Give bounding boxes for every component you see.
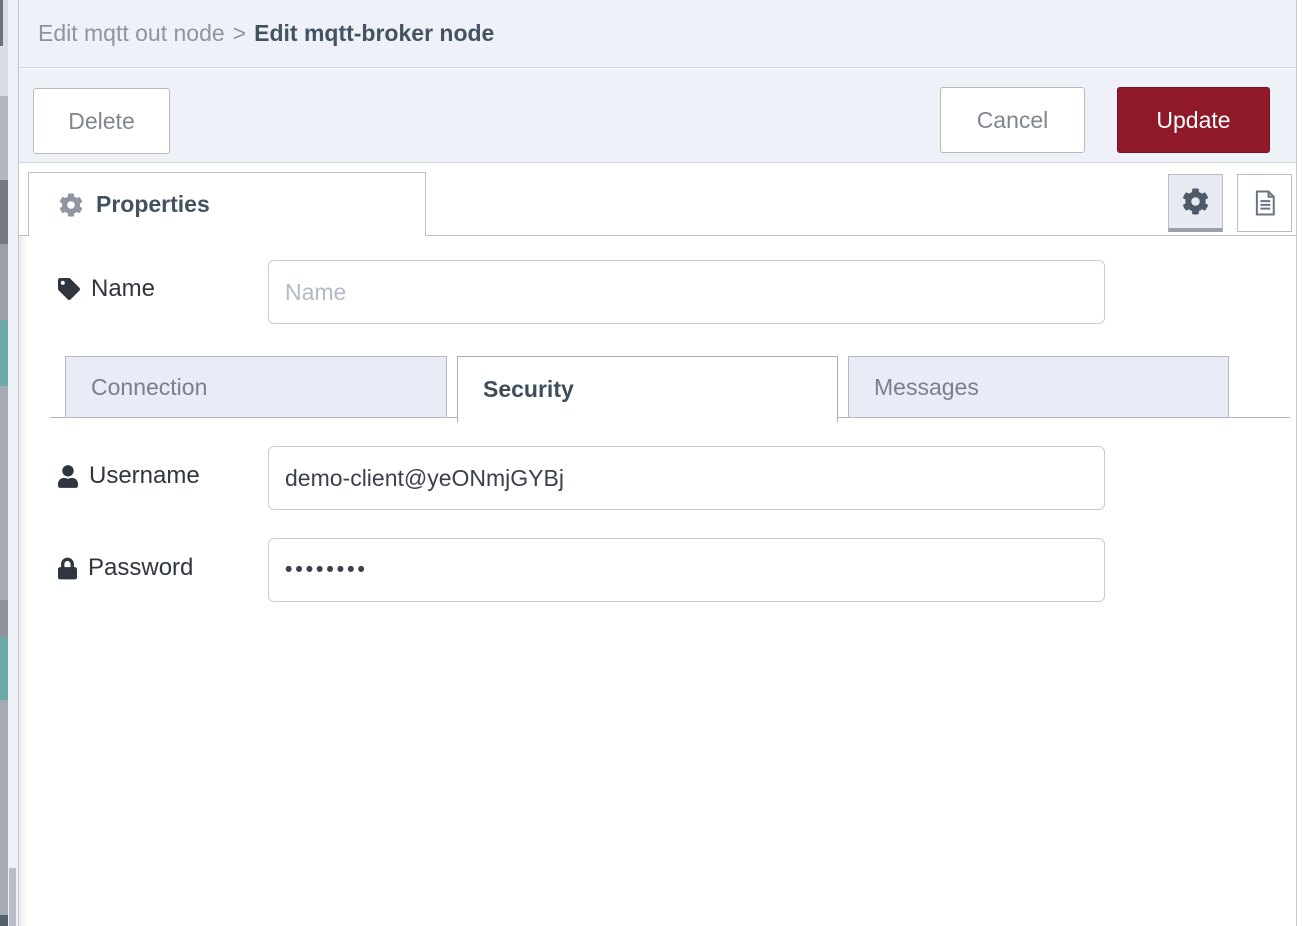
password-label-text: Password: [88, 554, 194, 581]
workspace-edge-fragment: [0, 915, 8, 926]
breadcrumb-separator: >: [232, 20, 247, 46]
edit-node-dialog: Edit mqtt out node > Edit mqtt-broker node…: [19, 0, 1297, 926]
tab-messages[interactable]: Messages: [848, 356, 1229, 418]
breadcrumb-current: Edit mqtt-broker node: [254, 20, 495, 46]
workspace-edge: [0, 0, 8, 926]
user-icon: [58, 464, 78, 488]
node-docs-button[interactable]: [1237, 174, 1292, 232]
scrollbar-thumb[interactable]: [9, 868, 16, 926]
name-field-label: Name: [58, 275, 155, 303]
cog-icon: [1182, 188, 1209, 215]
tab-row-border: [19, 235, 1296, 236]
tab-properties-label: Properties: [96, 191, 210, 217]
breadcrumb-parent[interactable]: Edit mqtt out node: [38, 20, 225, 46]
document-icon: [1250, 188, 1280, 218]
delete-button[interactable]: Delete: [33, 88, 170, 154]
username-label-text: Username: [89, 462, 200, 489]
update-button[interactable]: Update: [1117, 87, 1270, 153]
name-input[interactable]: [268, 260, 1105, 324]
workspace-edge-fragment: [0, 0, 8, 96]
workspace-edge-fragment: [0, 180, 8, 244]
workspace-edge-fragment: [0, 600, 8, 637]
tab-connection[interactable]: Connection: [65, 356, 447, 418]
cancel-button[interactable]: Cancel: [940, 87, 1085, 153]
workspace-edge-fragment: [0, 0, 3, 46]
tray-resize-bar[interactable]: [8, 0, 19, 926]
breadcrumb: Edit mqtt out node > Edit mqtt-broker node: [19, 0, 1296, 68]
password-input[interactable]: [268, 538, 1105, 602]
lock-icon: [58, 557, 77, 580]
workspace-edge-fragment: [0, 637, 8, 700]
workspace-edge-fragment: [0, 96, 8, 180]
workspace-edge-fragment: [0, 320, 8, 386]
tab-properties[interactable]: Properties: [28, 172, 426, 236]
tab-security[interactable]: Security: [457, 356, 838, 422]
tab-connection-label: Connection: [91, 373, 208, 400]
left-shadow: [19, 163, 28, 926]
editor-tab-row: Properties: [19, 163, 1296, 236]
workspace-edge-fragment: [0, 244, 8, 320]
name-label-text: Name: [91, 275, 156, 302]
tab-security-label: Security: [483, 376, 574, 402]
username-field-label: Username: [58, 462, 200, 490]
tab-messages-label: Messages: [874, 373, 979, 400]
tag-icon: [58, 278, 80, 300]
username-input[interactable]: [268, 446, 1105, 510]
password-field-label: Password: [58, 554, 193, 582]
dialog-button-bar: Delete Cancel Update: [19, 69, 1296, 163]
node-settings-button[interactable]: [1168, 174, 1223, 232]
cog-icon: [59, 192, 83, 217]
